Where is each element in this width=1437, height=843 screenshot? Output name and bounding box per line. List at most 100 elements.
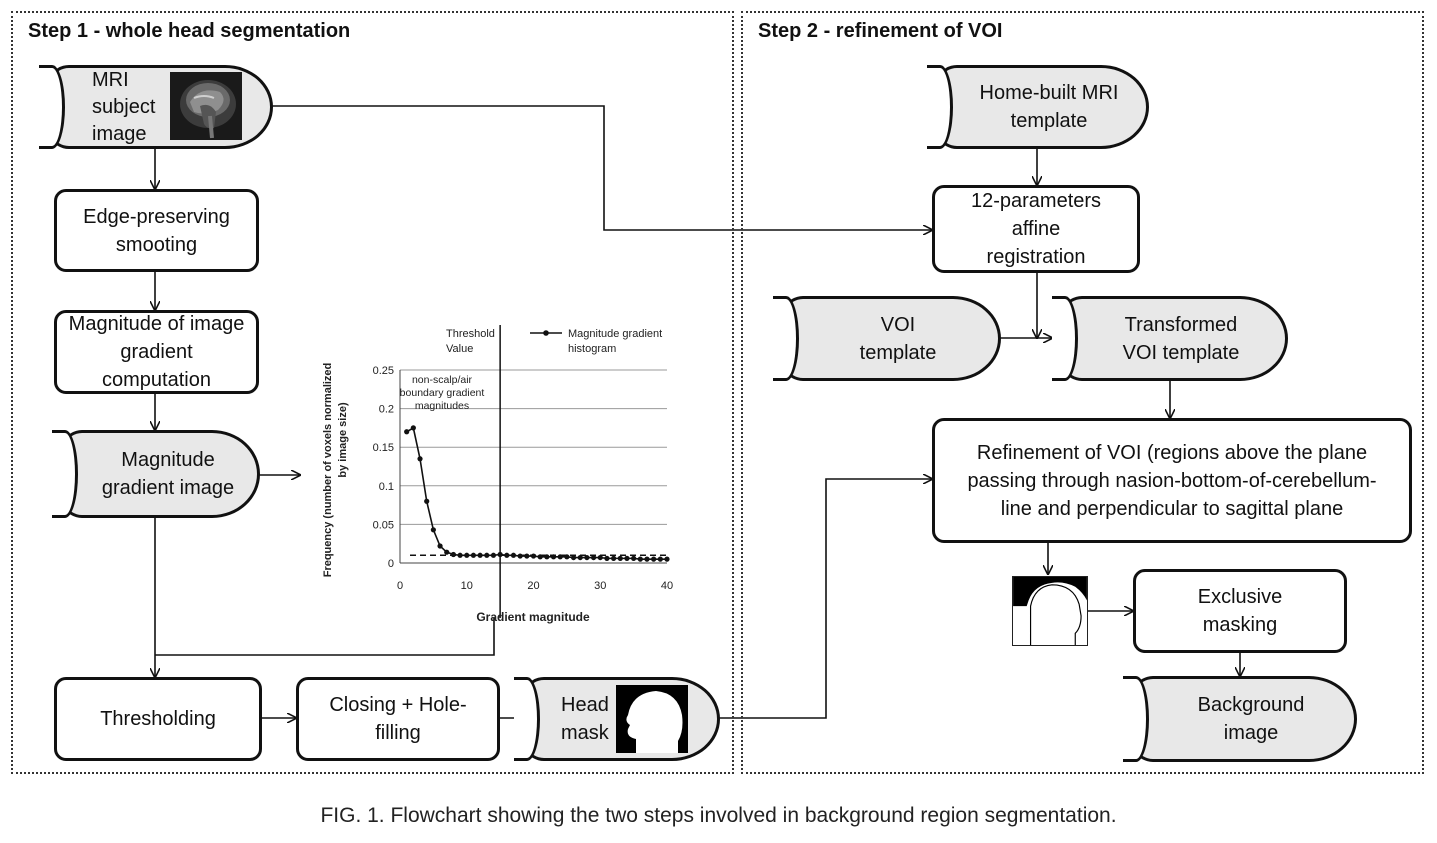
chart-data-point (624, 555, 630, 561)
chart-annotation-line: magnitudes (415, 400, 469, 412)
chart-annotation-line: non-scalp/air (412, 374, 473, 386)
background-image-node: Background image (1123, 676, 1357, 762)
edge-preserving-label: Edge-preserving smooting (83, 205, 230, 256)
step-1-title: Step 1 - whole head segmentation (28, 20, 351, 42)
affine-registration-label: 12-parameters affine registration (970, 190, 1102, 268)
chart-data-point (537, 554, 543, 560)
chart-data-point (490, 552, 497, 558)
chart-data-point (597, 554, 603, 561)
chart-legend-label-1: Magnitude gradient (568, 328, 662, 340)
chart-data-point (424, 498, 430, 504)
exclusive-masking-node: Exclusive masking (1133, 569, 1347, 653)
head-mask-thumbnail (616, 685, 688, 753)
transformed-voi-template-node: Transformed VOI template (1052, 296, 1288, 381)
chart-data-point (497, 551, 503, 558)
voi-mask-thumbnail (1012, 576, 1088, 646)
chart-annotation-line: boundary gradient (400, 387, 485, 399)
chart-data-point (450, 551, 456, 558)
chart-y-tick-label: 0.1 (379, 481, 394, 493)
chart-data-point (457, 552, 463, 558)
chart-data-point (437, 543, 443, 549)
closing-label: Closing + Hole-filling (329, 694, 467, 744)
chart-data-point (544, 554, 550, 560)
mri-subject-label-3: image (92, 122, 147, 145)
chart-data-point (477, 552, 483, 558)
mri-subject-label-2: subject (92, 95, 156, 118)
chart-x-tick-label: 20 (527, 580, 539, 592)
chart-data-point (410, 425, 416, 431)
chart-data-point (664, 556, 670, 562)
chart-y-tick-label: 0.25 (373, 365, 394, 377)
background-image-label: Background image (1197, 694, 1305, 744)
chart-x-axis-title: Gradient magnitude (476, 610, 590, 624)
chart-x-tick-label: 30 (594, 580, 606, 592)
mri-subject-label-1: MRI (92, 68, 129, 91)
chart-data-point (611, 555, 617, 561)
chart-data-point (651, 556, 657, 562)
edge-preserving-smoothing-node: Edge-preserving smooting (54, 189, 259, 272)
gradient-image-node: Magnitude gradient image (52, 430, 260, 518)
chart-data-point (557, 554, 563, 560)
arrow-mri-to-registration (272, 105, 932, 230)
gradient-image-label: Magnitude gradient image (101, 449, 235, 499)
chart-data-point (404, 429, 410, 435)
chart-legend-marker (543, 330, 549, 336)
chart-data-point (644, 556, 650, 562)
chart-data-point (590, 554, 597, 561)
head-mask-label-2: mask (561, 722, 609, 744)
voi-refinement-node: Refinement of VOI (regions above the pla… (932, 418, 1412, 543)
chart-data-point (570, 554, 577, 561)
chart-data-point (631, 555, 637, 561)
exclusive-masking-label: Exclusive masking (1197, 586, 1283, 636)
head-mask-label-1: Head (561, 694, 609, 716)
chart-data-point (524, 553, 530, 559)
affine-registration-node: 12-parameters affine registration (932, 185, 1140, 273)
chart-data-point (550, 554, 557, 560)
arrow-threshold-value-to-thresholding (155, 618, 495, 656)
chart-data-point (517, 553, 523, 559)
chart-data-point (510, 552, 517, 558)
chart-data-point (484, 552, 490, 558)
transformed-voi-label: Transformed VOI template (1122, 313, 1240, 364)
gradient-computation-label: Magnitude of image gradient computation (68, 313, 245, 391)
figure-caption: FIG. 1. Flowchart showing the two steps … (320, 804, 1117, 827)
chart-legend-label-2: histogram (568, 343, 616, 355)
chart-data-point (504, 552, 510, 558)
chart-data-point (530, 553, 537, 559)
chart-data-point (430, 527, 436, 533)
chart-x-tick-label: 40 (661, 580, 673, 592)
home-built-template-label: Home-built MRI template (979, 82, 1119, 132)
step-2-title: Step 2 - refinement of VOI (758, 20, 1003, 42)
chart-data-point (444, 549, 450, 555)
mri-brain-thumbnail (170, 72, 242, 140)
chart-x-tick-label: 0 (397, 580, 403, 592)
chart-data-point (584, 554, 590, 561)
chart-y-tick-label: 0.15 (373, 442, 394, 454)
chart-y-axis-title-1: Frequency (number of voxels normalized (322, 363, 334, 578)
arrow-head-mask-to-refinement (718, 479, 932, 719)
chart-threshold-label-2: Value (446, 343, 473, 355)
chart-data-point (577, 554, 583, 561)
chart-y-tick-label: 0.05 (373, 519, 394, 531)
step-1-panel (11, 11, 734, 774)
closing-hole-filling-node: Closing + Hole-filling (296, 677, 500, 761)
chart-series-line (406, 426, 667, 560)
voi-template-node: VOI template (773, 296, 1001, 381)
gradient-histogram-chart: 0 0.05 0.1 0.15 0.2 0.25 0 10 20 30 40 Magnitude g… (322, 325, 673, 624)
chart-data-point (470, 552, 477, 558)
chart-y-tick-label: 0 (388, 558, 394, 570)
step-2-panel (741, 11, 1424, 774)
chart-data-point (604, 555, 610, 561)
voi-refinement-label: Refinement of VOI (regions above the pla… (967, 441, 1377, 520)
chart-y-tick-label: 0.2 (379, 404, 394, 416)
voi-template-label: VOI template (859, 313, 937, 364)
chart-data-point (617, 555, 623, 561)
chart-data-point (657, 556, 663, 562)
chart-data-point (417, 456, 423, 462)
chart-data-point (637, 556, 643, 562)
chart-threshold-label-1: Threshold (446, 328, 495, 340)
gradient-computation-node: Magnitude of image gradient computation (54, 310, 259, 394)
home-built-template-node: Home-built MRI template (927, 65, 1149, 149)
chart-x-tick-label: 10 (461, 580, 473, 592)
